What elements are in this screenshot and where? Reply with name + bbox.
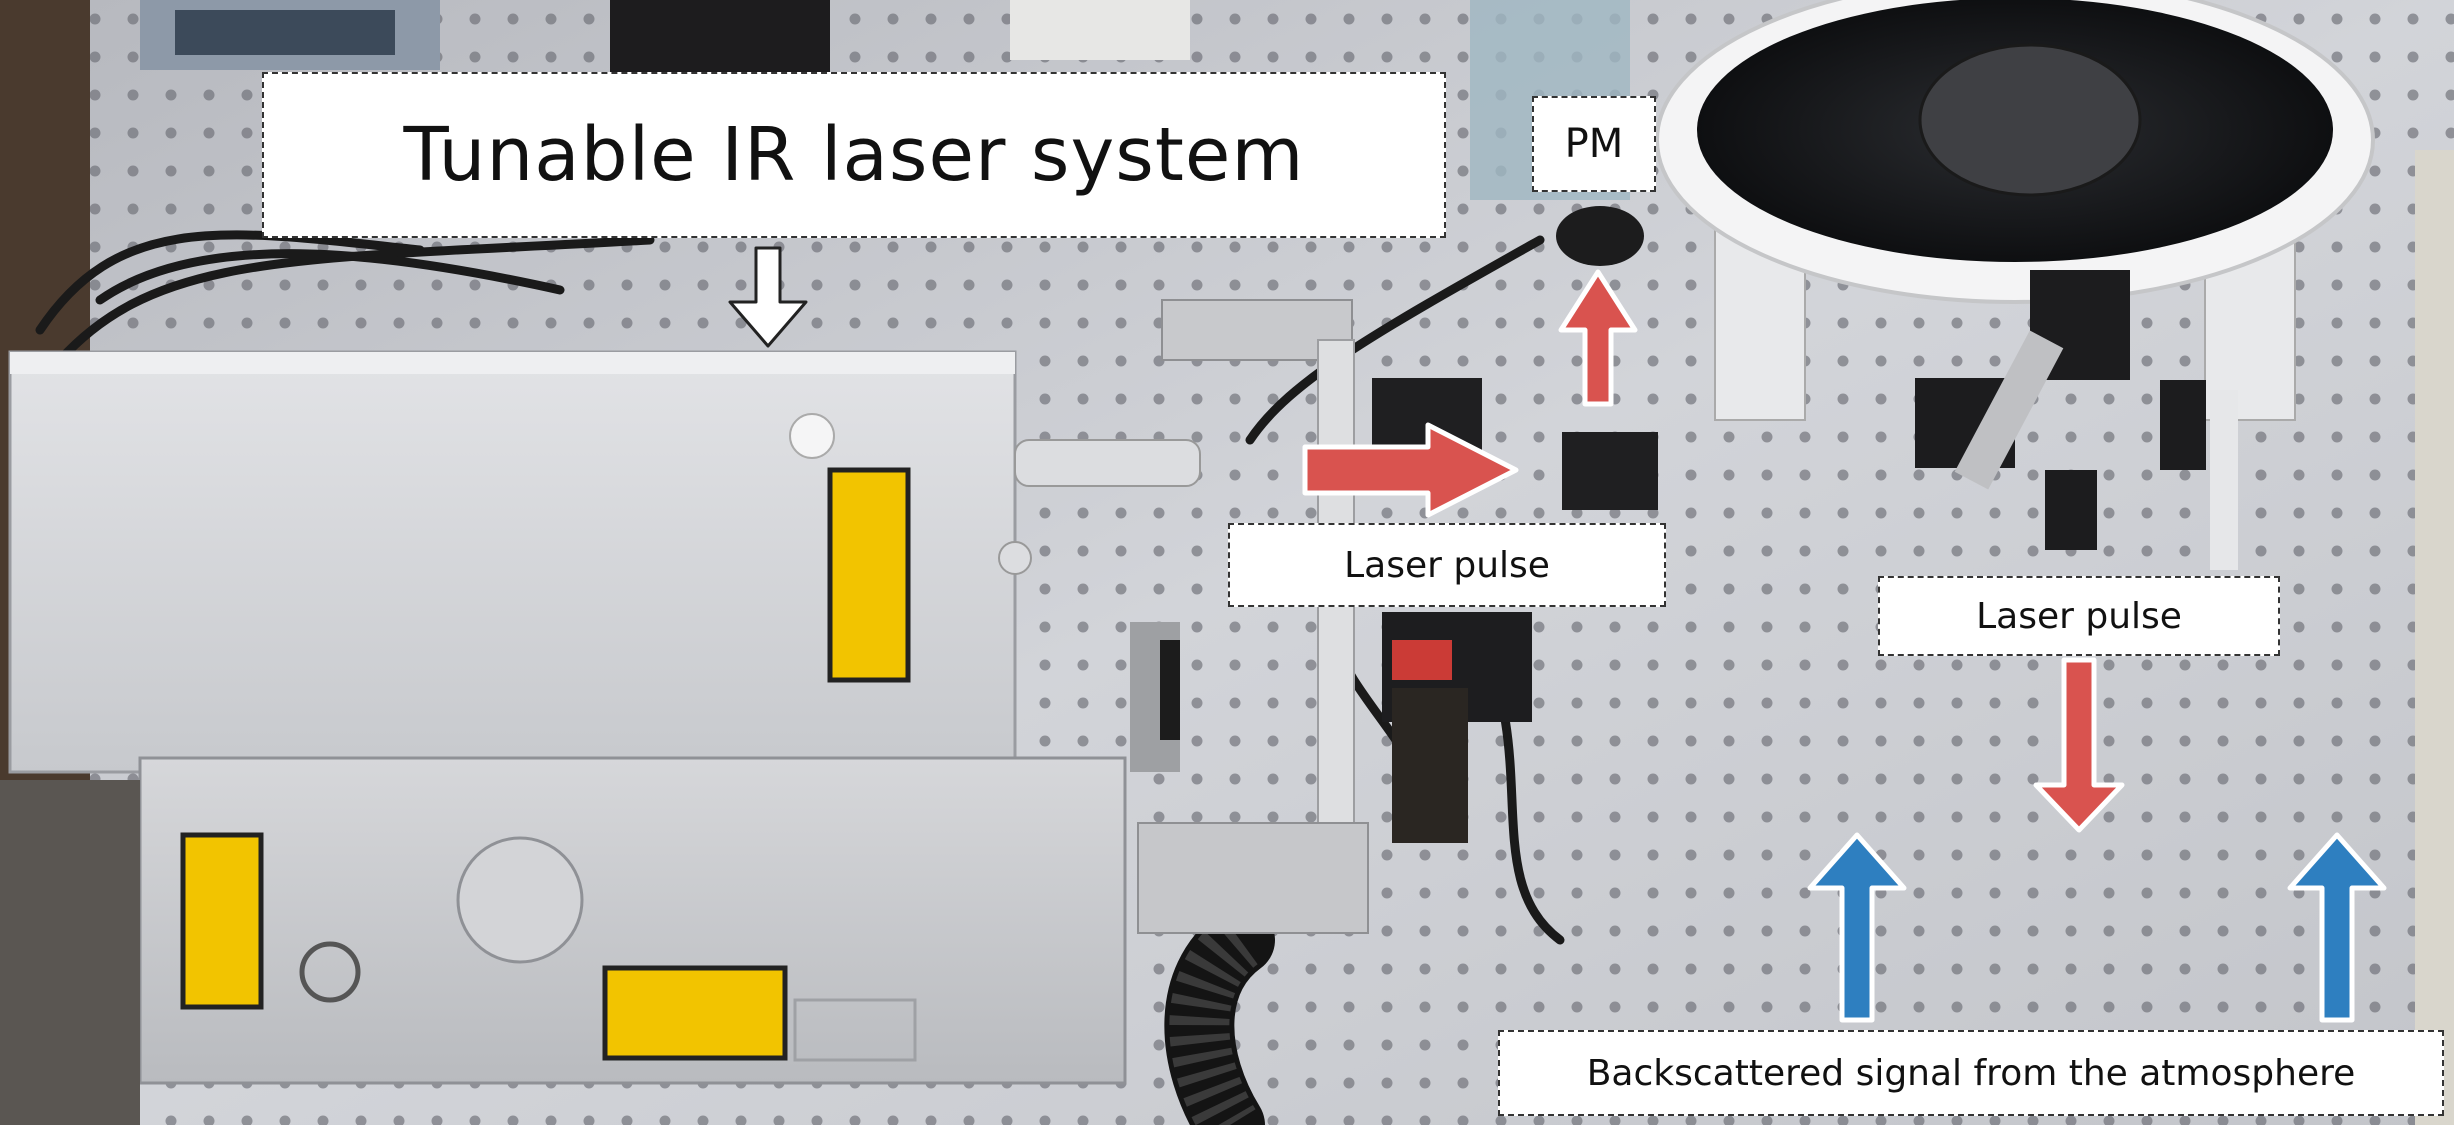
up-arrow-icon xyxy=(1807,832,1907,1023)
ruler xyxy=(2415,150,2454,1125)
warning-label xyxy=(602,965,788,1061)
up-arrow-icon xyxy=(2287,832,2387,1023)
laser-pulse-label: Laser pulse xyxy=(1228,523,1666,607)
laser-head-lower xyxy=(138,756,1127,1085)
telescope xyxy=(1655,0,2375,570)
alignment-laser xyxy=(1382,612,1532,843)
laser-head-upper xyxy=(8,350,1201,774)
up-arrow-icon xyxy=(1558,269,1638,407)
mount-block xyxy=(1010,0,1190,60)
laser-system-label: Tunable IR laser system xyxy=(262,72,1446,238)
backscattered-signal-label: Backscattered signal from the atmosphere xyxy=(1498,1030,2444,1116)
warning-label xyxy=(180,832,264,1010)
side-panel xyxy=(0,780,140,1125)
mirror-mount xyxy=(1562,432,1658,510)
warning-label xyxy=(827,467,911,683)
down-arrow-icon xyxy=(728,246,808,348)
control-unit xyxy=(140,0,440,70)
power-strip xyxy=(610,0,830,80)
laser-pulse-label-outgoing: Laser pulse xyxy=(1878,576,2280,656)
right-arrow-icon xyxy=(1302,422,1519,518)
power-meter-label: PM xyxy=(1532,96,1656,192)
down-arrow-icon xyxy=(2033,657,2125,833)
power-meter-head xyxy=(1556,206,1644,266)
flexible-hose xyxy=(1164,905,1275,1125)
